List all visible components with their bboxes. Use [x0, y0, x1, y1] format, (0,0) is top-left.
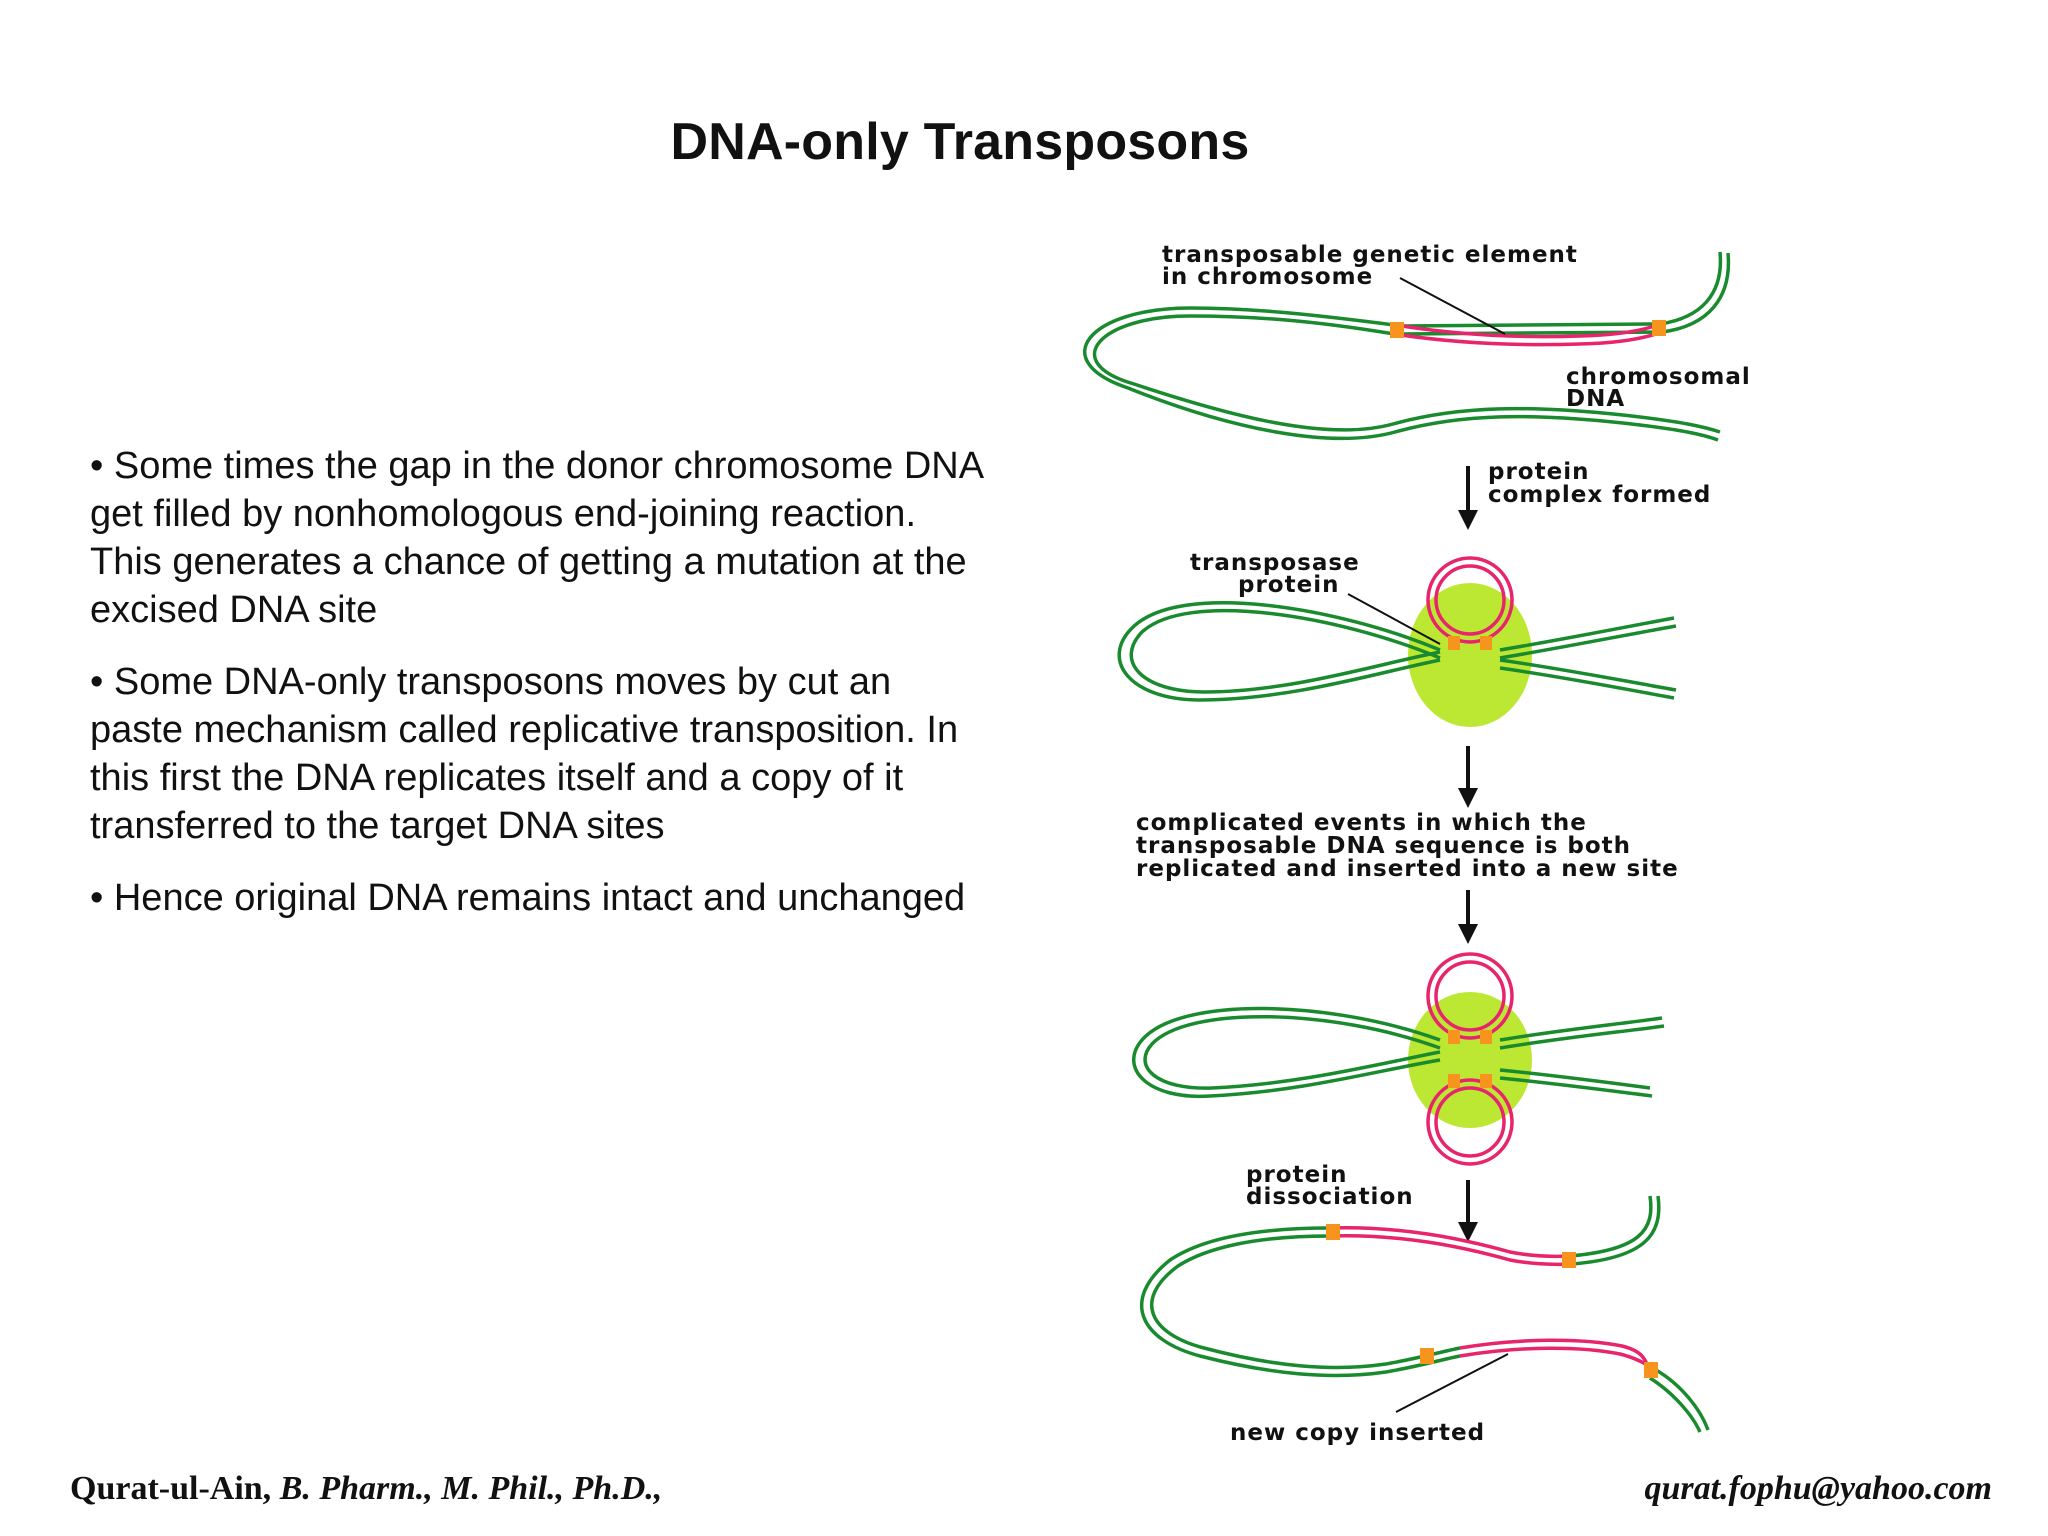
- stage-4-new-copy: [1140, 1195, 1710, 1433]
- slide-title: DNA-only Transposons: [670, 113, 1250, 171]
- label-complicated-line3: replicated and inserted into a new site: [1136, 856, 1679, 882]
- stage-2-protein-complex: [1117, 556, 1677, 727]
- stage-3-replication: [1132, 952, 1665, 1166]
- stage-2-label-pointer: [1347, 593, 1441, 645]
- label-chromosomal-line2: DNA: [1566, 386, 1625, 412]
- stage-3-transposon-loops: [1426, 952, 1514, 1166]
- transposase-protein-blob: [1408, 583, 1532, 727]
- label-chromosomal-line1: chromosomal: [1566, 364, 1751, 390]
- label-protein-complex-line1: protein: [1488, 459, 1589, 485]
- footer-email: qurat.fophu@yahoo.com: [1644, 1470, 1992, 1507]
- stage-1-junction-markers: [1390, 320, 1666, 338]
- stage-4-junction-markers: [1326, 1224, 1658, 1378]
- stage-3-protein-blob: [1408, 992, 1532, 1128]
- stage-3-junction-markers: [1448, 1030, 1492, 1088]
- stage-1-chromosome: [1083, 251, 1731, 442]
- label-new-copy-inserted: new copy inserted: [1230, 1420, 1485, 1446]
- label-complicated-line1: complicated events in which the: [1136, 810, 1587, 836]
- footer-author: Qurat-ul-Ain, B. Pharm., M. Phil., Ph.D.…: [70, 1470, 662, 1508]
- label-element-line1: transposable genetic element: [1162, 242, 1578, 268]
- stage-4-transposon-segments: [1329, 1226, 1657, 1379]
- stage-4-label-pointer: [1395, 1353, 1509, 1413]
- label-complicated-line2: transposable DNA sequence is both: [1136, 833, 1631, 859]
- stage-1-label-pointer: [1399, 277, 1506, 335]
- footer-author-credentials: B. Pharm., M. Phil., Ph.D.,: [279, 1470, 663, 1507]
- stage-1-transposon-segment: [1393, 322, 1663, 347]
- stage-2-junction-markers: [1448, 636, 1492, 650]
- label-transposase-line2: protein: [1238, 572, 1339, 598]
- label-protein-complex-line2: complex formed: [1488, 482, 1711, 508]
- label-dissociation-line1: protein: [1246, 1162, 1347, 1188]
- bullet-nonhomologous-end-joining: • Some times the gap in the donor chromo…: [90, 445, 982, 631]
- label-element-line2: in chromosome: [1162, 264, 1373, 290]
- bullet-list: • Some times the gap in the donor chromo…: [90, 442, 990, 946]
- label-transposase-line1: transposase: [1190, 550, 1360, 576]
- footer-author-name: Qurat-ul-Ain,: [70, 1470, 280, 1507]
- bullet-original-dna-intact: • Hence original DNA remains intact and …: [90, 877, 966, 919]
- stage-2-transposon-loop: [1426, 556, 1514, 644]
- label-dissociation-line2: dissociation: [1246, 1184, 1414, 1210]
- bullet-replicative-transposition: • Some DNA-only transposons moves by cut…: [90, 661, 959, 847]
